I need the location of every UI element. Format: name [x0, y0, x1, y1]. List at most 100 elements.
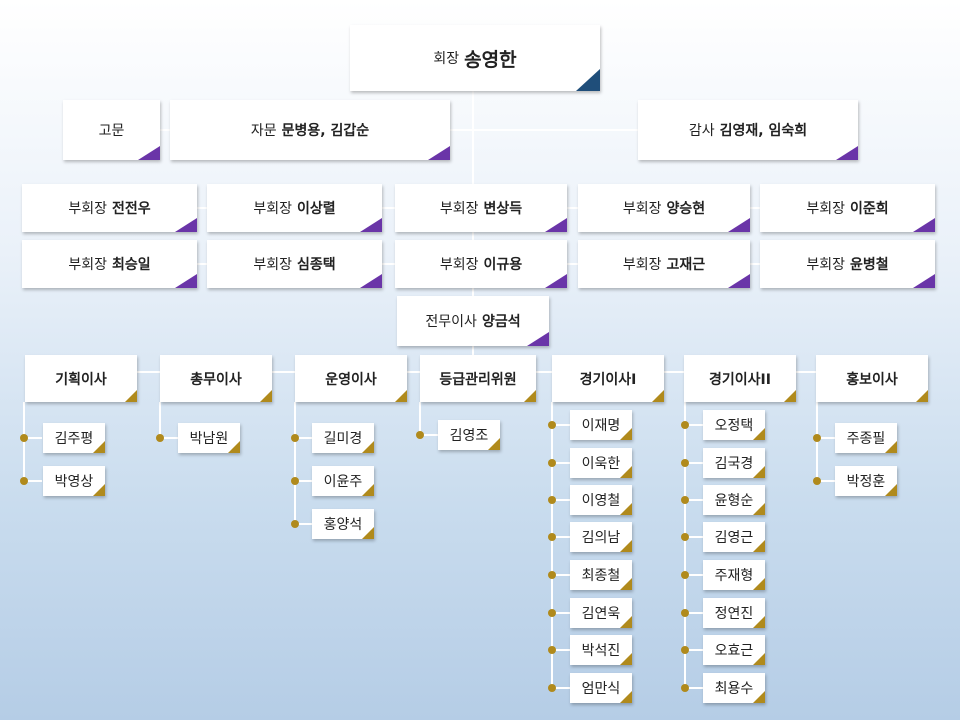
member-box[interactable]: 김영조	[438, 420, 500, 450]
member-box[interactable]: 최용수	[703, 673, 765, 703]
bullet-dot	[548, 646, 556, 654]
corner-accent	[360, 274, 382, 288]
member-name: 박정훈	[846, 474, 886, 490]
corner-accent	[753, 616, 765, 628]
member-box[interactable]: 박정훈	[835, 466, 897, 496]
member-box[interactable]: 박영상	[43, 466, 105, 496]
member-name: 최종철	[581, 568, 621, 584]
executive-director-name: 양금석	[481, 314, 521, 330]
member-box[interactable]: 이영철	[570, 485, 632, 515]
vp-title: 부회장	[68, 257, 107, 273]
corner-accent	[620, 466, 632, 478]
corner-accent	[913, 218, 935, 232]
corner-accent	[360, 218, 382, 232]
advisor-box[interactable]: 고문	[63, 100, 160, 160]
corner-accent	[836, 146, 858, 160]
member-box[interactable]: 이재명	[570, 410, 632, 440]
member-name: 주종필	[846, 431, 886, 447]
corner-accent	[916, 390, 928, 402]
executive-director-box[interactable]: 전무이사 양금석	[397, 296, 549, 346]
member-box[interactable]: 이윤주	[312, 466, 374, 496]
department-box[interactable]: 경기이사II	[684, 355, 796, 402]
corner-accent	[545, 274, 567, 288]
department-box[interactable]: 홍보이사	[816, 355, 928, 402]
department-name: 기획이사	[55, 371, 107, 388]
member-box[interactable]: 주재형	[703, 560, 765, 590]
vp-box[interactable]: 부회장 이상렬	[207, 184, 382, 232]
member-box[interactable]: 오정택	[703, 410, 765, 440]
corner-accent	[362, 527, 374, 539]
member-name: 박영상	[54, 474, 94, 490]
member-box[interactable]: 엄만식	[570, 673, 632, 703]
member-name: 이윤주	[323, 474, 363, 490]
department-box[interactable]: 기획이사	[25, 355, 137, 402]
member-box[interactable]: 김의남	[570, 522, 632, 552]
corner-accent	[620, 691, 632, 703]
department-name: 등급관리위원	[439, 371, 517, 388]
corner-accent	[524, 390, 536, 402]
department-box[interactable]: 등급관리위원	[420, 355, 536, 402]
vp-title: 부회장	[253, 201, 292, 217]
department-box[interactable]: 운영이사	[295, 355, 407, 402]
bullet-dot	[156, 434, 164, 442]
member-box[interactable]: 정연진	[703, 598, 765, 628]
vp-name: 이상렬	[297, 201, 336, 217]
bullet-dot	[681, 421, 689, 429]
vp-name: 이규용	[483, 257, 523, 273]
member-name: 홍양석	[323, 517, 363, 533]
bullet-dot	[813, 477, 821, 485]
member-box[interactable]: 김영근	[703, 522, 765, 552]
member-box[interactable]: 김주평	[43, 423, 105, 453]
corner-accent	[362, 441, 374, 453]
member-name: 윤형순	[714, 493, 754, 509]
member-box[interactable]: 오효근	[703, 635, 765, 665]
member-box[interactable]: 김국경	[703, 448, 765, 478]
member-box[interactable]: 이욱한	[570, 448, 632, 478]
corner-accent	[620, 540, 632, 552]
member-name: 김국경	[714, 456, 754, 472]
member-box[interactable]: 김연욱	[570, 598, 632, 628]
bullet-dot	[681, 571, 689, 579]
member-box[interactable]: 길미경	[312, 423, 374, 453]
auditor-box[interactable]: 감사 김영재, 임숙희	[638, 100, 858, 160]
department-box[interactable]: 총무이사	[160, 355, 272, 402]
member-name: 오정택	[714, 418, 754, 434]
member-box[interactable]: 최종철	[570, 560, 632, 590]
corner-accent	[395, 390, 407, 402]
bullet-dot	[548, 571, 556, 579]
bullet-dot	[291, 520, 299, 528]
counsel-box[interactable]: 자문 문병용, 김갑순	[170, 100, 450, 160]
member-name: 최용수	[714, 681, 754, 697]
vp-name: 고재근	[666, 257, 706, 273]
corner-accent	[576, 69, 600, 91]
member-box[interactable]: 윤형순	[703, 485, 765, 515]
member-name: 김의남	[581, 530, 621, 546]
bullet-dot	[548, 421, 556, 429]
member-box[interactable]: 박남원	[178, 423, 240, 453]
department-name: 경기이사I	[579, 371, 637, 388]
vp-name: 이준희	[850, 201, 889, 217]
corner-accent	[228, 441, 240, 453]
member-box[interactable]: 주종필	[835, 423, 897, 453]
corner-accent	[93, 484, 105, 496]
corner-accent	[753, 428, 765, 440]
department-box[interactable]: 경기이사I	[552, 355, 664, 402]
corner-accent	[545, 218, 567, 232]
member-name: 정연진	[714, 606, 754, 622]
member-box[interactable]: 박석진	[570, 635, 632, 665]
member-box[interactable]: 홍양석	[312, 509, 374, 539]
chairman-box[interactable]: 회장 송영한	[350, 25, 600, 91]
vp-name: 윤병철	[850, 257, 889, 273]
vp-name: 양승현	[666, 201, 706, 217]
corner-accent	[620, 653, 632, 665]
member-name: 박석진	[581, 643, 621, 659]
